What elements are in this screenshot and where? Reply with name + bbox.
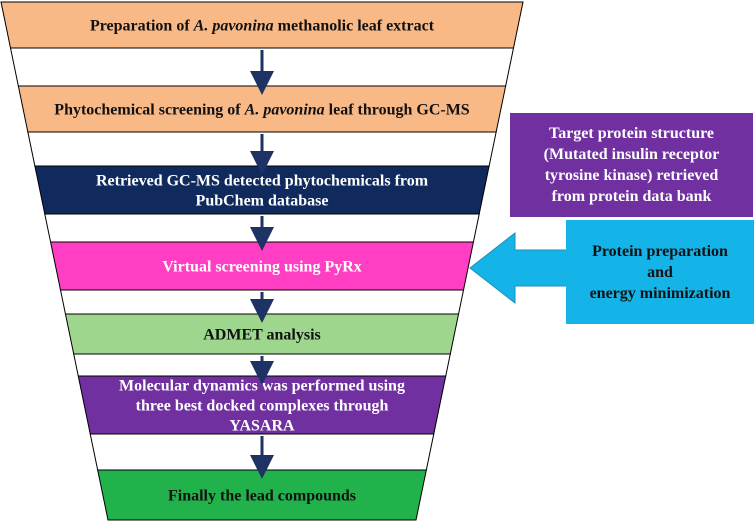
step6-band xyxy=(77,375,447,435)
target-line-2: (Mutated insulin receptor xyxy=(543,146,720,163)
step5-label: ADMET analysis xyxy=(203,327,321,344)
target-line-3: tyrosine kinase) retrieved xyxy=(544,167,719,184)
step3-label: Retrieved GC-MS detected phytochemicals … xyxy=(96,173,429,210)
step1-label: Preparation of A. pavonina methanolic le… xyxy=(90,18,435,35)
prep-line-2: and xyxy=(647,263,673,281)
step2-band xyxy=(17,85,507,133)
step2-label: Phytochemical screening of A. pavonina l… xyxy=(54,102,470,119)
target-protein-box: Target protein structure (Mutated insuli… xyxy=(510,113,753,217)
step7-label: Finally the lead compounds xyxy=(168,488,356,505)
step4-label: Virtual screening using PyRx xyxy=(162,259,362,276)
side-arrow xyxy=(469,231,568,305)
step4-band xyxy=(49,241,475,291)
step5-band xyxy=(64,313,460,355)
prep-line-3: energy minimization xyxy=(589,284,731,302)
left-arrow-icon xyxy=(469,231,568,305)
target-line-4: from protein data bank xyxy=(551,188,712,205)
target-line-1: Target protein structure xyxy=(548,125,714,142)
protein-preparation-box: Protein preparation and energy minimizat… xyxy=(566,220,754,324)
step1-band xyxy=(0,1,524,49)
prep-line-1: Protein preparation xyxy=(592,242,728,260)
step3-band xyxy=(34,165,490,215)
step7-band xyxy=(97,469,427,521)
